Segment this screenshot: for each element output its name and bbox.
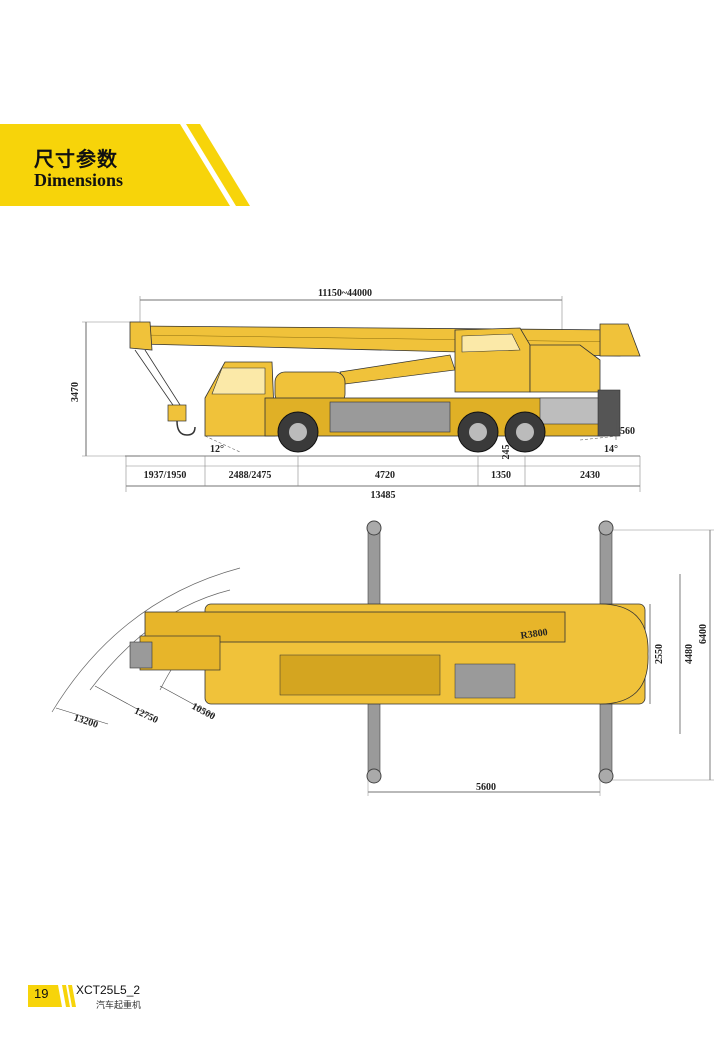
dim-rear-axle-spacing: 1350	[491, 470, 511, 481]
width-4480-label: 4480	[684, 644, 695, 664]
dim-total-length: 13485	[371, 490, 396, 501]
model-subtitle: 汽车起重机	[96, 1001, 142, 1011]
outrigger-span-label: 5600	[476, 782, 496, 793]
page-number-badge	[28, 985, 62, 1007]
tail-radius-label: R3800	[520, 627, 549, 642]
page-number: 19	[34, 986, 49, 1001]
height-label: 3470	[70, 382, 81, 402]
dim-first-axle: 2488/2475	[229, 470, 272, 481]
ground-clearance-label: 245	[501, 445, 512, 460]
radius-12750-label: 12750	[132, 705, 159, 726]
width-6400-label: 6400	[698, 624, 709, 644]
width-2550-label: 2550	[654, 644, 665, 664]
departure-angle-label: 14°	[604, 444, 618, 455]
boom-length-label: 11150~44000	[318, 288, 372, 299]
dim-wheelbase: 4720	[375, 470, 395, 481]
model-name: XCT25L5_2	[76, 983, 141, 997]
header-banner	[0, 124, 250, 206]
page-title-zh: 尺寸参数	[34, 147, 118, 171]
dim-front-overhang: 1937/1950	[144, 470, 187, 481]
approach-angle-label: 12°	[210, 444, 224, 455]
page-title-en: Dimensions	[34, 170, 124, 190]
footer-stripes	[62, 985, 76, 1007]
rear-overhang-height-label: 560	[620, 426, 635, 437]
radius-13200-label: 13200	[72, 713, 99, 731]
dim-rear-overhang: 2430	[580, 470, 600, 481]
top-view: 13200 12750 10500 R3800 2550 4480 6400	[51, 520, 714, 796]
side-view: 11150~44000 3470	[70, 288, 641, 501]
